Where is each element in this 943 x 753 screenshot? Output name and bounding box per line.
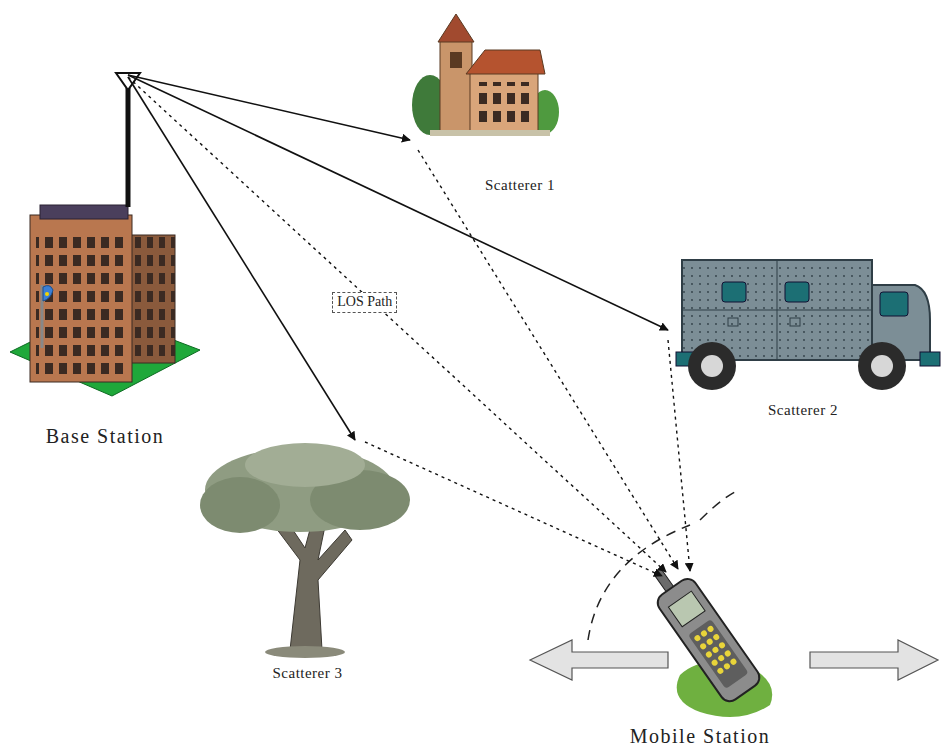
node-label: Scatterer 3 bbox=[272, 665, 342, 682]
scatterer-truck bbox=[676, 260, 940, 390]
signal-path-dotted bbox=[365, 442, 662, 576]
movement-arrow bbox=[810, 640, 938, 680]
node-label: Scatterer 2 bbox=[768, 402, 838, 419]
node-box: Scatterer 2 bbox=[668, 255, 938, 421]
scatterer-building bbox=[412, 14, 559, 136]
mobile-phone bbox=[641, 557, 772, 717]
signal-path-dotted bbox=[668, 340, 690, 571]
node-label: Mobile Station bbox=[630, 725, 770, 748]
signal-path bbox=[128, 75, 410, 140]
wavefront-arc bbox=[700, 492, 735, 520]
wavefront-arc bbox=[588, 525, 690, 640]
node-label: Base Station bbox=[46, 425, 165, 448]
path-label: LOS Path bbox=[332, 292, 397, 313]
signal-path-dotted bbox=[128, 77, 666, 572]
node-box: Scatterer 1 bbox=[405, 10, 635, 196]
base-station-building bbox=[10, 73, 200, 396]
node-box: Scatterer 3 bbox=[195, 430, 420, 684]
movement-arrow bbox=[530, 640, 668, 680]
signal-path-dotted bbox=[418, 150, 678, 569]
node-box: Mobile Station bbox=[590, 560, 810, 750]
signal-path bbox=[128, 77, 355, 440]
node-label: Scatterer 1 bbox=[485, 177, 555, 194]
scatterer-tree bbox=[200, 443, 410, 658]
node-box: Base Station bbox=[5, 72, 205, 450]
signal-path bbox=[128, 75, 668, 330]
